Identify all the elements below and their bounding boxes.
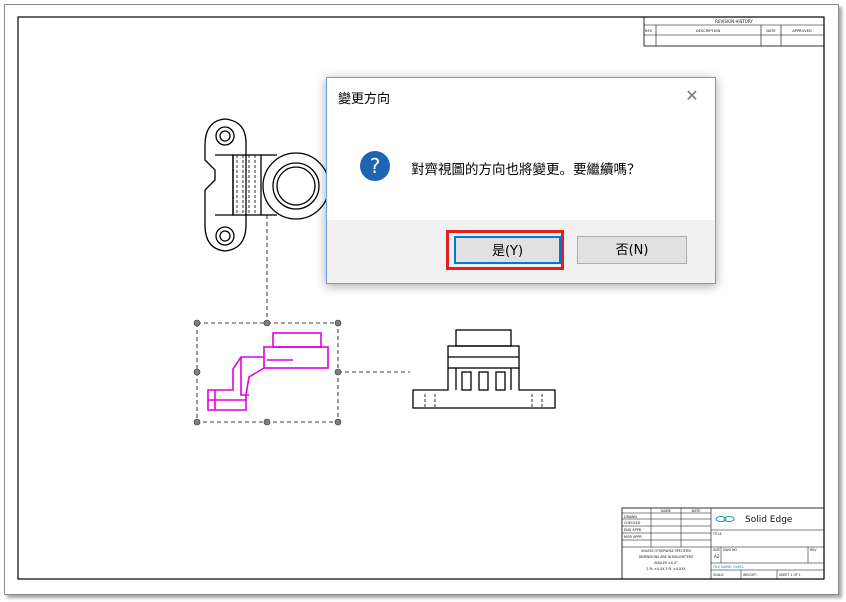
tb-size-value: A2 (714, 554, 720, 559)
tb-sheet-label: SHEET 1 OF 1 (779, 573, 801, 577)
tb-file-name: FILE NAME: Draft1 (713, 565, 744, 569)
tol-line-3: ANGLES ±X.X° (654, 561, 678, 565)
selection-box (196, 322, 339, 423)
change-orientation-dialog: 變更方向 ✕ ? 對齊視圖的方向也將變更。要繼續嗎？ 是(Y) 否(N) (326, 77, 716, 284)
yes-button-highlight (446, 230, 564, 270)
tb-weight-label: WEIGHT: (743, 573, 757, 577)
yes-button[interactable]: 是(Y) (454, 236, 561, 264)
rev-header: REV (645, 29, 653, 33)
title-block: NAME DATE DRAWN CHECKED ENG APPR MGR APP… (621, 507, 825, 580)
tb-name-header: NAME (661, 509, 671, 513)
projection-lines (266, 215, 410, 373)
dialog-title: 變更方向 (338, 92, 391, 107)
brand-name: Solid Edge (745, 515, 793, 525)
question-icon: ? (360, 151, 390, 181)
tb-dwg-label: DWG NO (723, 548, 737, 552)
solid-edge-logo-icon (715, 516, 735, 522)
tb-scale-label: SCALE: (713, 573, 724, 577)
drawing-border (17, 16, 825, 580)
drawing-canvas: REVISION HISTORY REV DESCRIPTION DATE AP… (17, 16, 825, 580)
tb-drawn: DRAWN (624, 515, 637, 519)
dialog-message: 對齊視圖的方向也將變更。要繼續嗎？ (411, 162, 641, 178)
tol-line-4: 2 PL ±X.XX 3 PL ±X.XXX (646, 567, 686, 571)
front-view-selected[interactable] (193, 319, 342, 426)
date-header: DATE (766, 29, 776, 33)
description-header: DESCRIPTION (696, 29, 721, 33)
tb-title-label: TITLE (712, 532, 722, 536)
tol-line-1: UNLESS OTHERWISE SPECIFIED (641, 549, 692, 553)
tb-size-label: SIZE (713, 548, 720, 552)
no-button[interactable]: 否(N) (577, 236, 687, 264)
tb-rev-label: REV (810, 548, 817, 552)
selection-handles (193, 319, 342, 426)
tb-checked: CHECKED (624, 521, 641, 525)
approved-header: APPROVED (792, 29, 812, 33)
side-view[interactable] (412, 329, 556, 409)
tol-line-2: DIMENSIONS ARE IN MILLIMETERS (639, 555, 693, 559)
tb-date-header: DATE (692, 509, 701, 513)
revision-title: REVISION HISTORY (715, 19, 753, 24)
dialog-footer: 是(Y) 否(N) (327, 220, 715, 283)
close-icon[interactable]: ✕ (685, 86, 699, 105)
revision-history-block: REVISION HISTORY REV DESCRIPTION DATE AP… (643, 16, 825, 47)
tb-mgr-appr: MGR APPR (624, 535, 642, 539)
top-view[interactable] (204, 118, 330, 252)
tb-eng-appr: ENG APPR (624, 528, 642, 532)
